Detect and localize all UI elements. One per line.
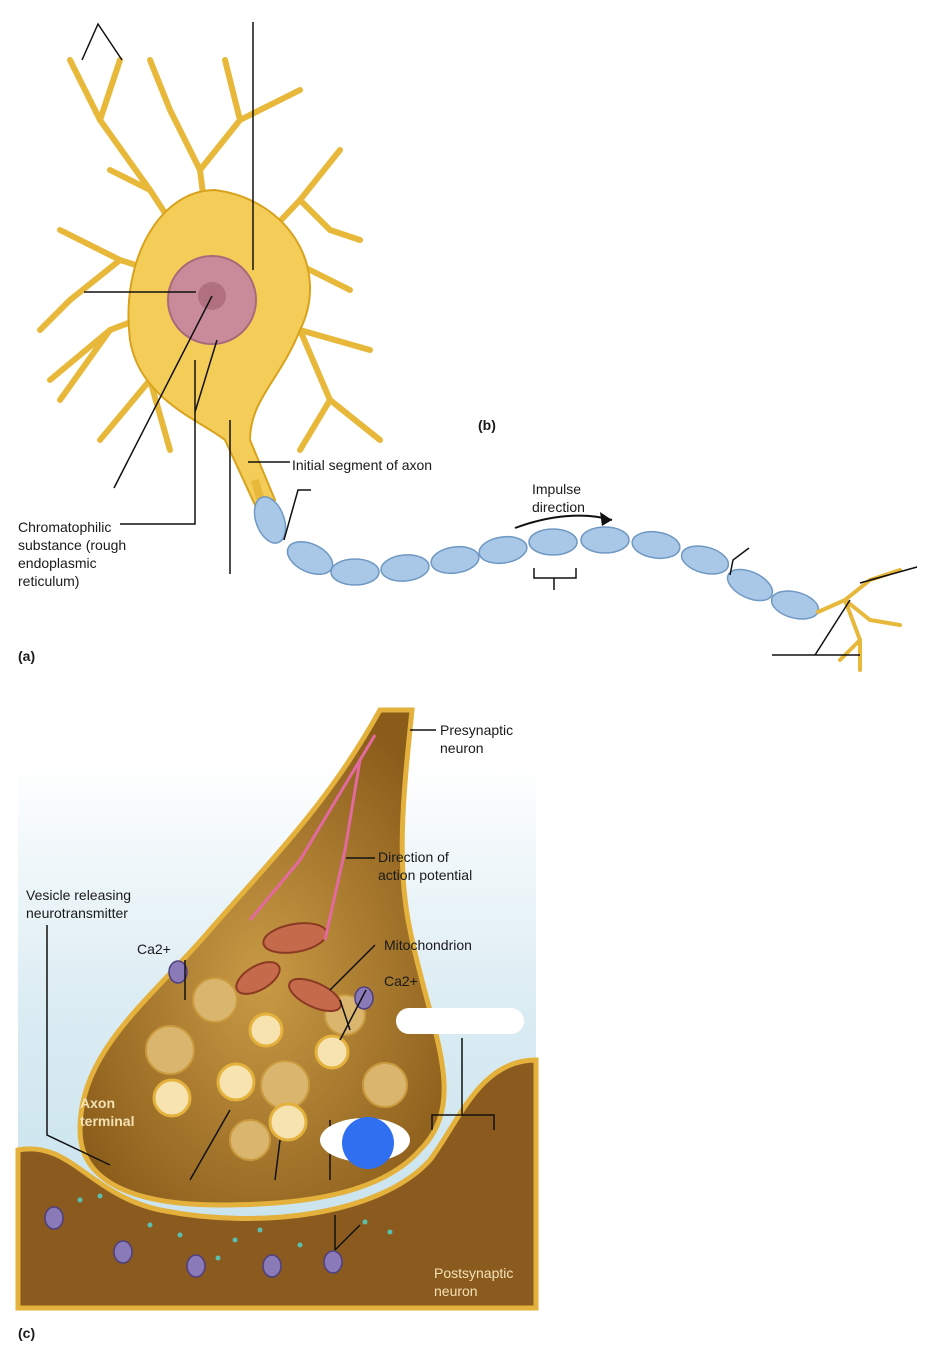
ca-right-label: Ca2+ [384, 973, 418, 989]
neurotransmitter-vesicles [152, 1012, 350, 1142]
leader-lines [81, 22, 918, 656]
axon-terminal-label: Axon terminal [80, 1095, 135, 1129]
chromatophilic-label: Chromatophilic substance (rough endoplas… [18, 519, 127, 589]
synapse-leader-lines [46, 729, 495, 1251]
vesicles [145, 977, 408, 1161]
postsynaptic-label: Postsynaptic neuron [434, 1265, 514, 1299]
postsynaptic-membrane [15, 1057, 539, 1311]
impulse-direction-label: Impulse direction [532, 481, 585, 515]
axon-terminals [816, 568, 902, 672]
mitochondrion-label: Mitochondrion [384, 937, 472, 953]
initial-segment-label: Initial segment of axon [292, 457, 433, 473]
action-potential-arrows [248, 734, 377, 941]
blue-marker [342, 1117, 394, 1169]
redaction-patch [396, 1008, 524, 1034]
presynaptic-label: Presynaptic neuron [440, 722, 514, 756]
mitochondria [235, 922, 342, 1013]
vesicle-releasing-label: Vesicle releasing neurotransmitter [26, 887, 132, 921]
panel-c-tag: (c) [18, 1325, 36, 1341]
direction-ap-label: Direction of action potential [378, 849, 473, 883]
myelin-sheaths [253, 496, 820, 620]
panel-b-tag: (b) [478, 417, 496, 433]
panel-a-tag: (a) [18, 648, 36, 664]
neurotransmitter-molecules [77, 1193, 393, 1261]
ca-left-label: Ca2+ [137, 941, 171, 957]
